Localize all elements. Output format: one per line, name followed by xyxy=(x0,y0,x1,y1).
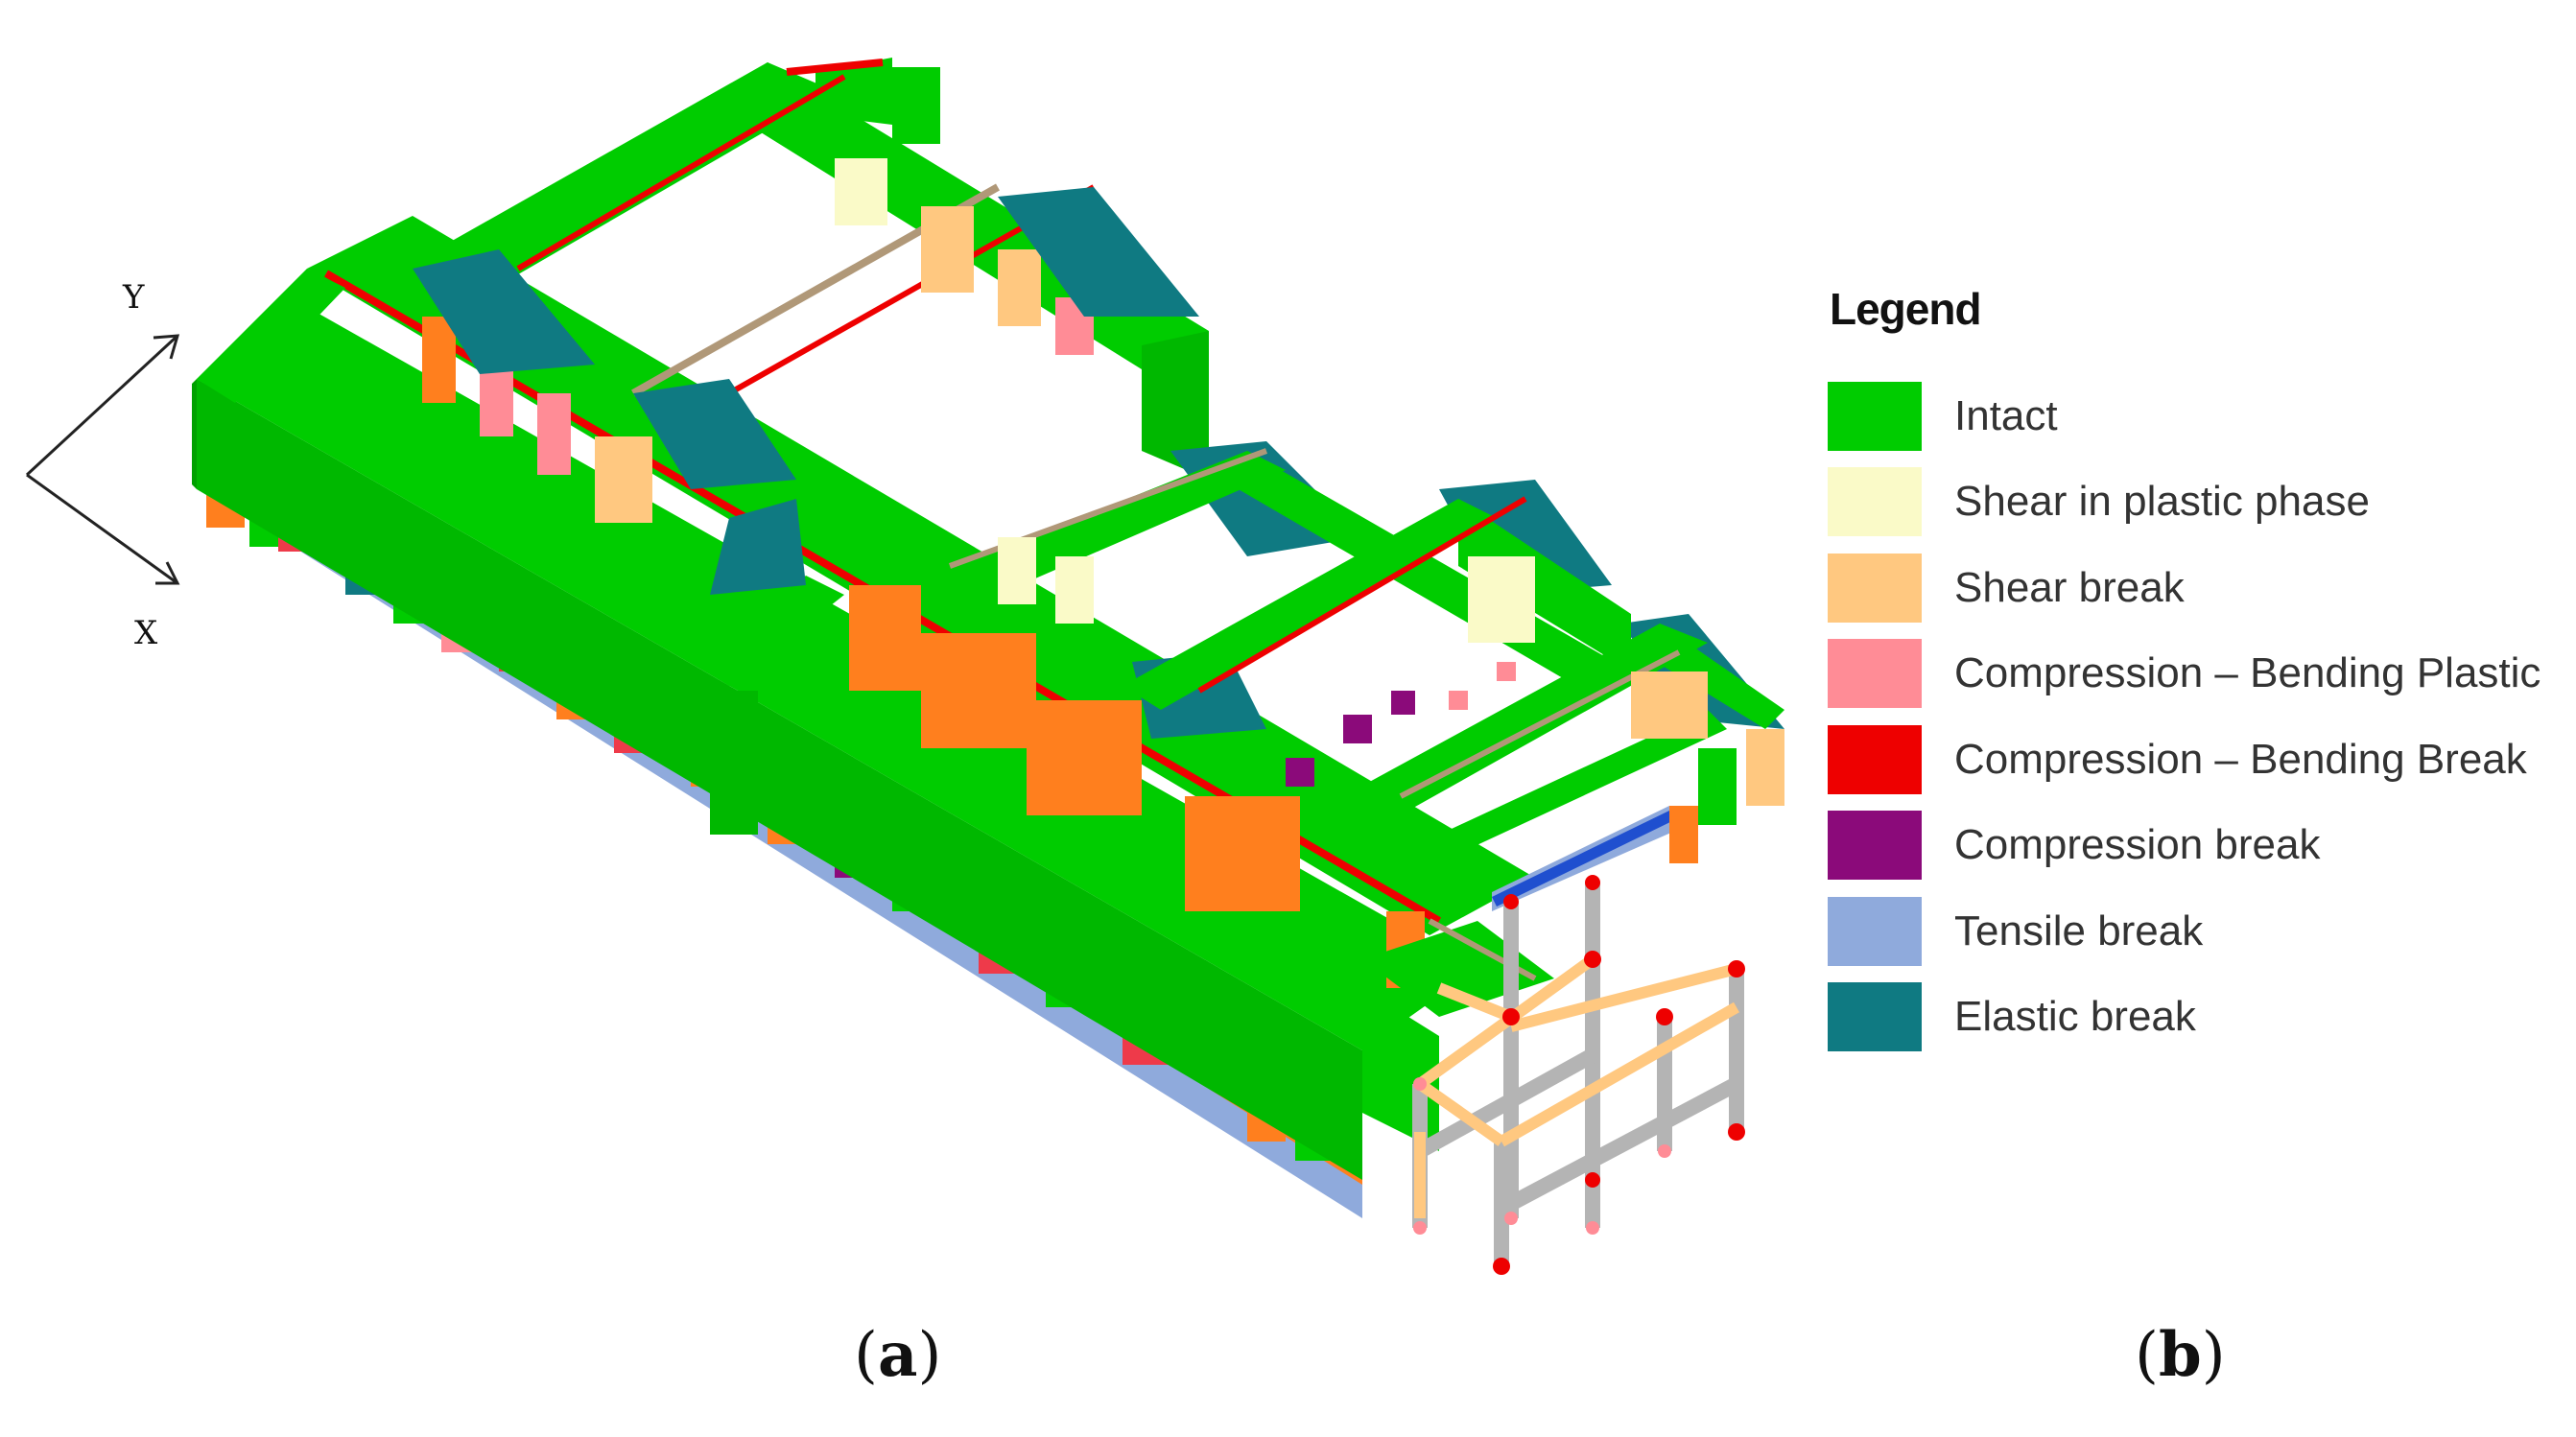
panel-label-b: (b) xyxy=(2135,1319,2226,1391)
legend-item: Compression – Bending Break xyxy=(1828,717,2576,803)
main-crossbeams xyxy=(197,269,844,835)
legend-item: Shear in plastic phase xyxy=(1828,459,2576,546)
panel-a-close-paren: ) xyxy=(917,1320,942,1391)
legend-label: Compression break xyxy=(1954,821,2321,869)
x-axis-arrow xyxy=(26,473,178,585)
axis-triad xyxy=(25,334,180,585)
legend-swatch xyxy=(1828,381,1922,451)
x-axis-label: X xyxy=(134,614,158,652)
legend-item: Compression – Bending Plastic xyxy=(1828,631,2576,718)
y-axis-arrow xyxy=(25,334,179,477)
legend-item: Compression break xyxy=(1828,803,2576,889)
panel-a-open-paren: ( xyxy=(854,1320,878,1391)
legend-swatch xyxy=(1828,724,1922,794)
legend-label: Shear break xyxy=(1954,563,2185,611)
legend-swatch xyxy=(1828,553,1922,623)
legend-title: Legend xyxy=(1830,284,1982,334)
legend-swatch xyxy=(1828,982,1922,1052)
rc-frame xyxy=(1412,875,1745,1275)
legend-swatch xyxy=(1828,467,1922,537)
middle-courtyards xyxy=(948,448,1631,787)
legend-item: Tensile break xyxy=(1828,888,2576,975)
legend-label: Compression – Bending Break xyxy=(1954,735,2527,783)
legend-label: Tensile break xyxy=(1954,907,2204,954)
panel-b-letter: b xyxy=(2158,1319,2202,1391)
legend-swatch xyxy=(1828,811,1922,881)
legend-label: Compression – Bending Plastic xyxy=(1954,649,2541,697)
legend-swatch xyxy=(1828,639,1922,709)
panel-label-a: (a) xyxy=(854,1319,941,1391)
legend-item: Elastic break xyxy=(1828,975,2576,1061)
panel-b-open-paren: ( xyxy=(2135,1320,2159,1391)
y-axis-label: Y xyxy=(123,278,145,317)
panel-a-letter: a xyxy=(877,1319,918,1391)
structural-model-3d xyxy=(25,58,1784,1275)
legend-item: Intact xyxy=(1828,373,2576,459)
main-wing xyxy=(192,307,1477,1180)
legend-swatch xyxy=(1828,896,1922,966)
legend-label: Shear in plastic phase xyxy=(1954,478,2370,526)
panel-b-close-paren: ) xyxy=(2201,1320,2226,1391)
legend-label: Intact xyxy=(1954,391,2058,439)
legend-item: Shear break xyxy=(1828,545,2576,631)
right-wing xyxy=(1343,624,1784,911)
legend-label: Elastic break xyxy=(1954,993,2196,1041)
